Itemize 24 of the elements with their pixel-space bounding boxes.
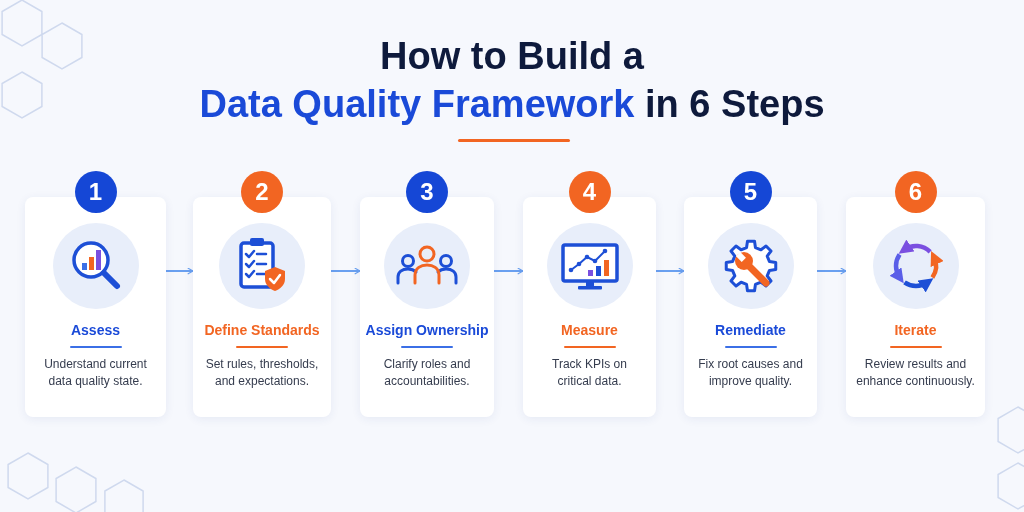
step-title: Remediate	[715, 321, 786, 339]
step-description: Understand current data quality state.	[43, 356, 148, 390]
title: How to Build a Data Quality Framework in 6 Steps	[198, 34, 826, 127]
arrow	[655, 267, 685, 275]
step-number: 4	[568, 171, 611, 213]
step-number: 1	[74, 171, 117, 213]
step-title: Assess	[70, 321, 120, 339]
step-description: Fix root causes and improve quality.	[697, 356, 804, 390]
step-title: Iterate	[894, 321, 937, 339]
step-title: Assign Ownership	[365, 321, 489, 339]
step-title: Measure	[561, 321, 618, 339]
step-description: Track KPIs on critical data.	[551, 356, 628, 390]
arrow	[493, 267, 524, 275]
step-description: Clarify roles and accountabilities.	[382, 356, 472, 390]
step-number: 6	[894, 171, 937, 213]
arrow	[816, 267, 847, 275]
step-number: 5	[729, 171, 772, 213]
step-number: 3	[406, 171, 448, 213]
step-description: Set rules, thresholds, and expectations.	[204, 356, 320, 390]
step-number: 2	[241, 171, 283, 213]
arrow	[330, 267, 361, 275]
arrow	[165, 267, 194, 275]
step-description: Review results and enhance continuously.	[855, 356, 976, 390]
step-title: Define Standards	[204, 321, 320, 339]
